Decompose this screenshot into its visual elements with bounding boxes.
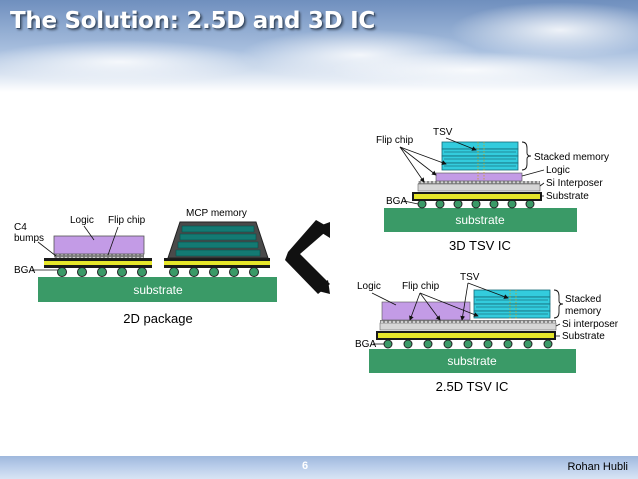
label-mcp-memory: MCP memory [186,208,247,219]
mcp-memory-package [164,221,270,277]
packaging-diagram: substrate [14,127,619,394]
label-bga-25d: BGA [355,339,376,350]
double-chevron-arrow-icon [285,220,330,294]
label-stacked-25d-line1: Stacked [565,294,601,305]
label-substrate-side-25d: Substrate [562,331,605,342]
label-tsv-3d: TSV [433,127,453,138]
label-si-interposer-3d: Si Interposer [546,178,603,189]
label-bga-2d: BGA [14,265,35,276]
slide-title: The Solution: 2.5D and 3D IC [10,8,375,34]
label-substrate-side-3d: Substrate [546,191,589,202]
bga-balls-2d-left [57,267,147,277]
substrate-2d-label: substrate [133,283,183,297]
caption-25d-tsv-ic: 2.5D TSV IC [436,379,509,394]
tsv-3d-ic: substrate [376,127,609,253]
substrate-2d [38,277,277,302]
substrate-3d-label: substrate [455,213,505,227]
label-flip-chip-3d: Flip chip [376,135,414,146]
slide-number: 6 [302,460,309,472]
label-tsv-25d: TSV [460,272,480,283]
tsv-25d-ic: substrate [355,272,619,394]
footer-author: Rohan Hubli [567,461,628,473]
label-stacked-memory-3d: Stacked memory [534,152,609,163]
label-stacked-25d-line2: memory [565,306,601,317]
label-c4-line2: bumps [14,233,44,244]
logic-die-2d [53,235,145,255]
substrate-25d-label: substrate [447,354,497,368]
label-flip-chip-25d: Flip chip [402,281,440,292]
label-c4-line1: C4 [14,222,27,233]
footer-bar: 6 Rohan Hubli [0,456,638,479]
label-logic-25d: Logic [357,281,381,292]
caption-2d-package: 2D package [123,311,192,326]
caption-3d-tsv-ic: 3D TSV IC [449,238,511,253]
c4-bumps-2d [54,254,144,258]
label-flip-chip-2d: Flip chip [108,215,146,226]
substrate-25d [369,349,576,373]
package-2d: substrate [14,208,277,326]
substrate-3d [384,208,577,232]
label-logic-2d: Logic [70,215,94,226]
label-bga-3d: BGA [386,196,407,207]
header-sky-background [0,0,638,92]
label-logic-3d: Logic [546,165,570,176]
label-si-interposer-25d: Si interposer [562,319,619,330]
